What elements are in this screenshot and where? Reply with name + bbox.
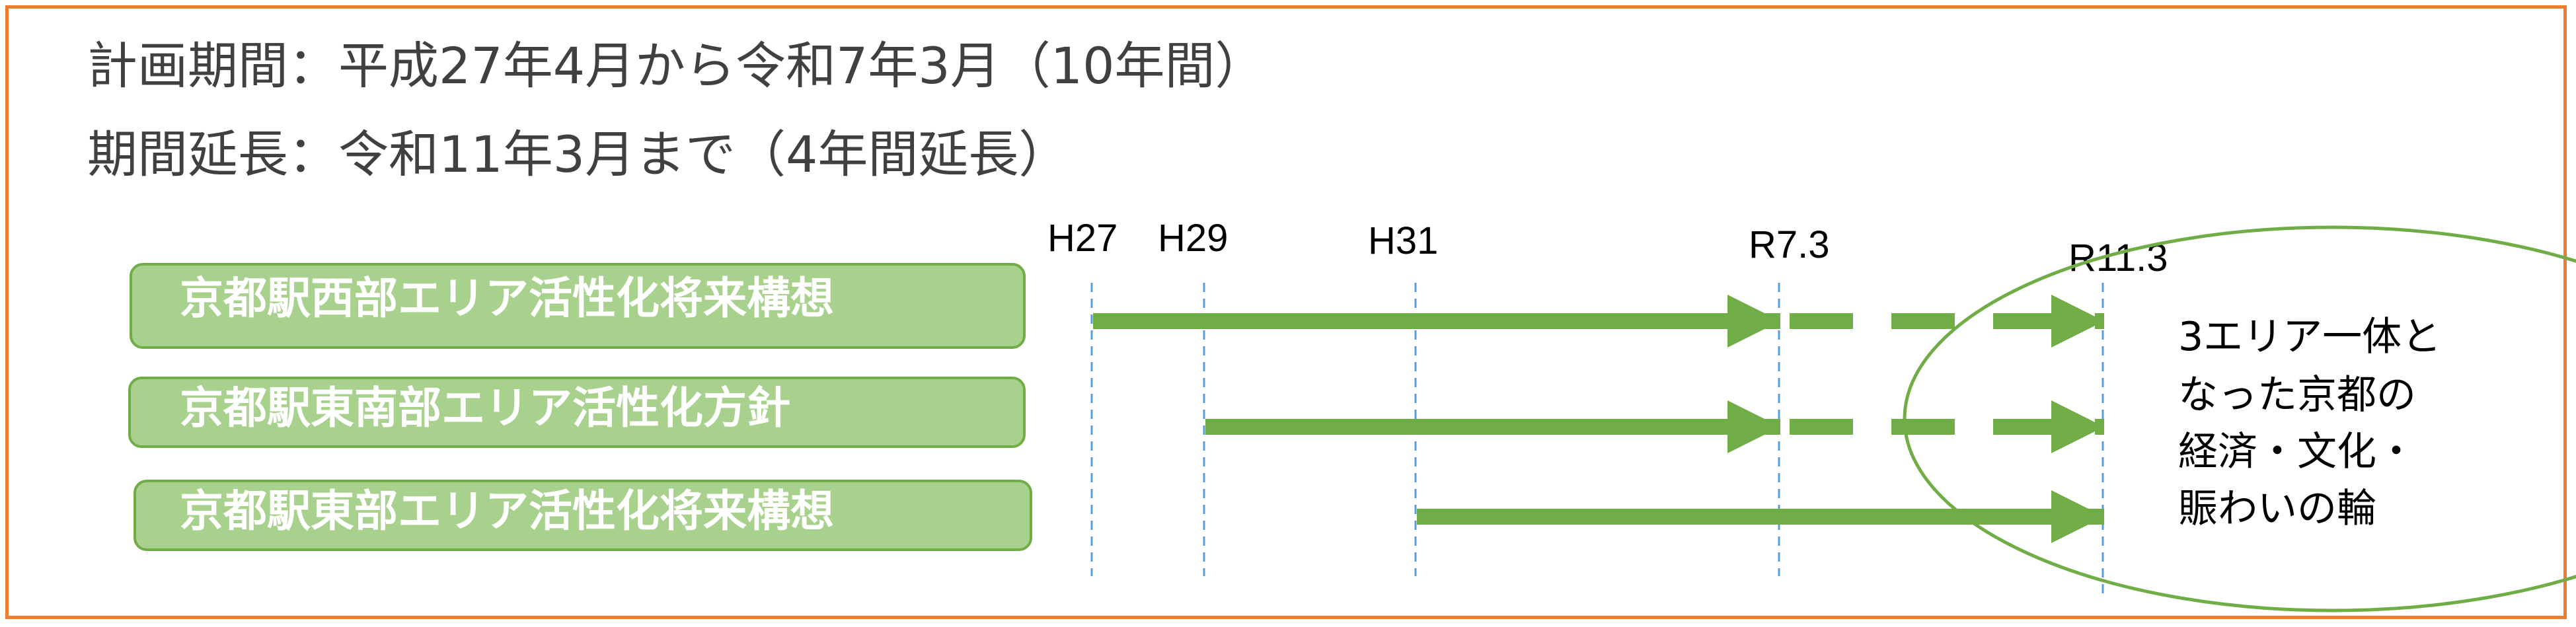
goal-text-line-1: 3エリア一体と — [2178, 314, 2441, 360]
plan-box-east — [133, 480, 1032, 551]
tick-label-h27: H27 — [1047, 217, 1118, 260]
plan-label-west: 京都駅西部エリア活性化将来構想 — [180, 273, 834, 324]
plan-extension-text: 期間延長：令和11年3月まで（4年間延長） — [87, 125, 1069, 184]
goal-text-line-4: 賑わいの輪 — [2178, 486, 2376, 532]
plan-period-text: 計画期間：平成27年4月から令和7年3月（10年間） — [87, 36, 1266, 95]
plan-box-southeast — [128, 377, 1026, 448]
tick-label-h29: H29 — [1158, 217, 1228, 260]
goal-text-line-2: なった京都の — [2178, 372, 2416, 418]
outer-frame — [5, 5, 2567, 619]
tick-label-r11-3: R11.3 — [2068, 237, 2168, 279]
tick-label-r7-3: R7.3 — [1749, 223, 1830, 266]
plan-label-southeast: 京都駅東南部エリア活性化方針 — [180, 383, 790, 433]
plan-box-west — [130, 263, 1026, 349]
plan-label-east: 京都駅東部エリア活性化将来構想 — [180, 486, 834, 536]
tick-label-h31: H31 — [1368, 219, 1438, 262]
goal-text-line-3: 経済・文化・ — [2178, 429, 2416, 475]
